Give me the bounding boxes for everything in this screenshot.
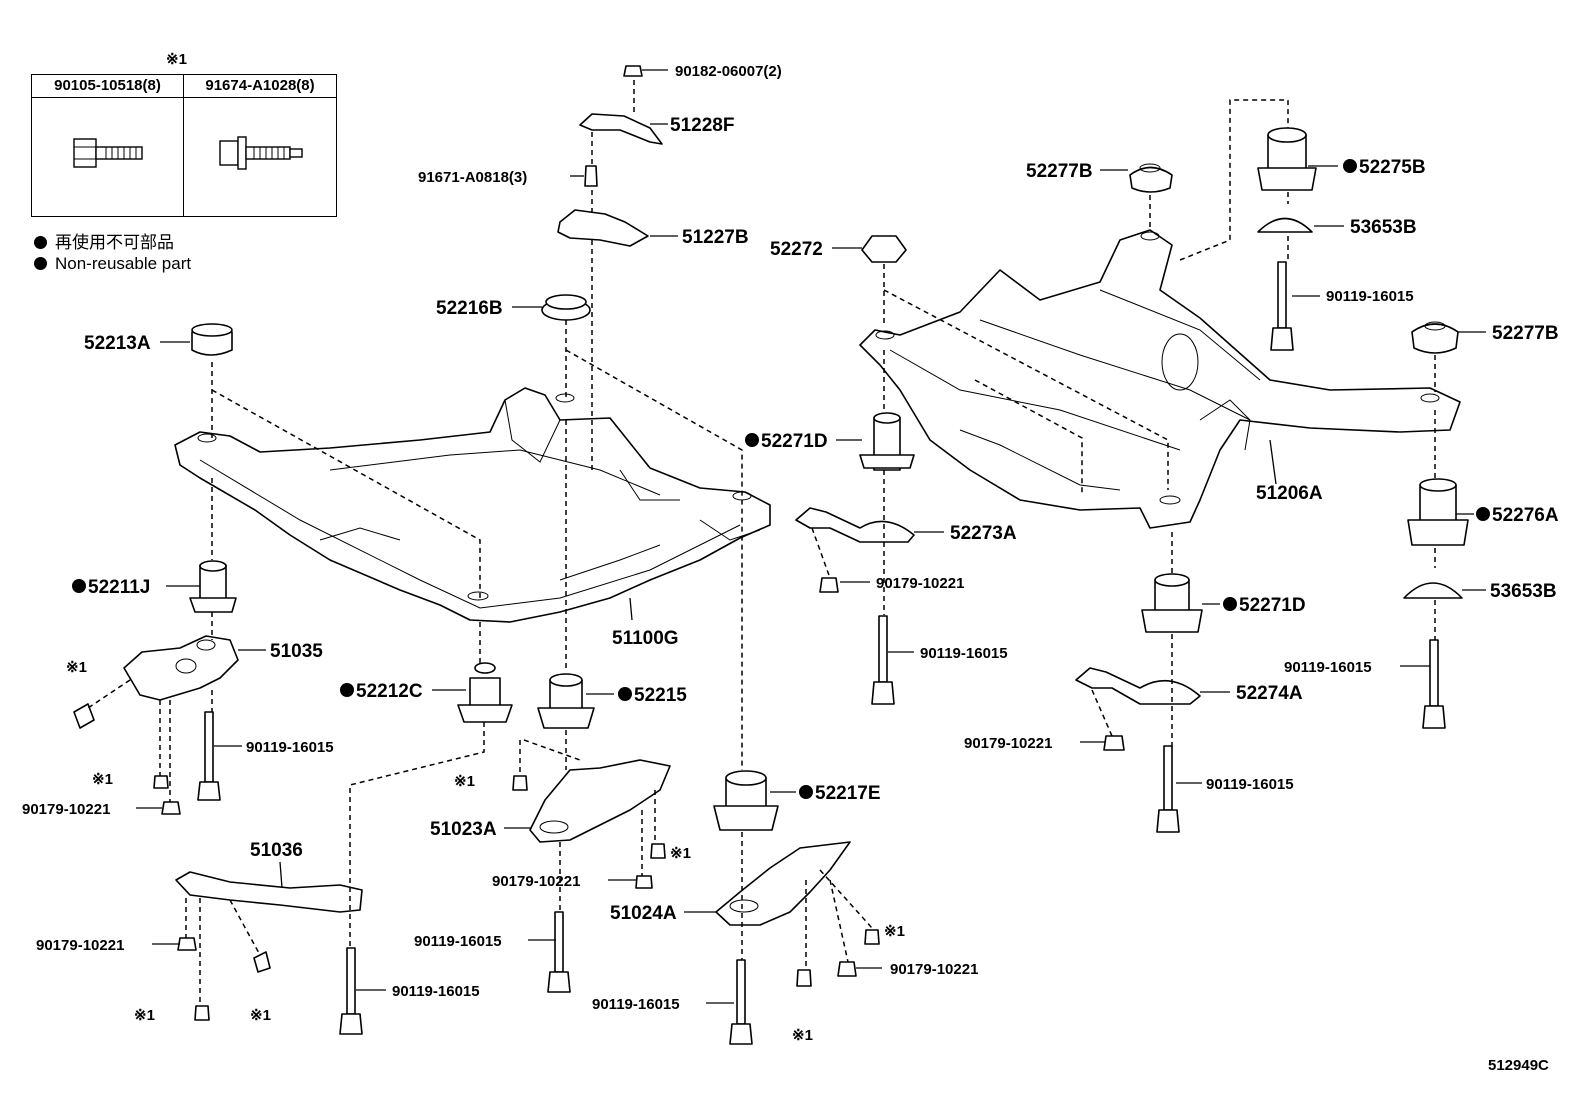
legend-col2-header: 91674-A1028(8) (184, 75, 336, 98)
label-52277b: 52277B (1026, 161, 1093, 182)
assembly-lines (87, 80, 1436, 1006)
bracket-51024a (715, 841, 851, 926)
stepped-bolt-icon (219, 136, 303, 170)
label-52275b: 52275B (1359, 157, 1426, 178)
bracket-51035 (123, 635, 239, 701)
mark-1: ※1 (670, 845, 691, 862)
part-labels: 90182-06007(2) 51228F 91671-A0818(3) 512… (22, 63, 1559, 1013)
bushing-52271d-a (859, 412, 915, 471)
label-52211j: 52211J (88, 577, 150, 598)
label-90119-16015: 90119-16015 (1206, 776, 1294, 793)
legend-col1-header: 90105-10518(8) (32, 75, 184, 98)
front-subframe-51100g (174, 387, 771, 623)
label-52213a: 52213A (84, 333, 151, 354)
mark-1: ※1 (454, 773, 475, 790)
bracket-51023a (529, 759, 671, 843)
label-52276a: 52276A (1492, 505, 1559, 526)
bracket-51227b (557, 209, 649, 247)
washer-53653b-a (1257, 217, 1313, 233)
mark-1: ※1 (250, 1007, 271, 1024)
small-fasteners (73, 165, 1125, 1021)
legend-note-en: Non-reusable part (34, 254, 191, 274)
label-51228f: 51228F (670, 115, 734, 136)
label-52216b: 52216B (436, 298, 503, 319)
bracket-51036 (175, 871, 363, 913)
washer-53653b-b (1403, 582, 1463, 599)
label-90179-10221: 90179-10221 (890, 961, 978, 978)
label-90179-10221: 90179-10221 (22, 801, 110, 818)
bracket-51228f (579, 113, 663, 145)
bolt-90119 (197, 261, 1446, 1045)
label-52215: 52215 (634, 685, 687, 706)
bushing-52213a (191, 323, 233, 356)
label-90119-16015: 90119-16015 (592, 996, 680, 1013)
bushing-52275b (1257, 127, 1317, 191)
legend-note-jp: 再使用不可部品 (34, 228, 174, 253)
bushing-52271d-b (1141, 573, 1203, 633)
legend-header-mark: ※1 (166, 51, 187, 68)
label-52274a: 52274A (1236, 683, 1303, 704)
mark-1: ※1 (792, 1027, 813, 1044)
label-52271d: 52271D (1239, 595, 1306, 616)
non-reusable-bullet (1223, 597, 1237, 611)
bushing-52215 (537, 673, 595, 729)
label-53653b: 53653B (1490, 581, 1557, 602)
label-52277b: 52277B (1492, 323, 1559, 344)
mark-1: ※1 (92, 771, 113, 788)
label-51035: 51035 (270, 641, 323, 662)
label-51024a: 51024A (610, 903, 677, 924)
label-90119-16015: 90119-16015 (392, 983, 480, 1000)
bushing-52212c (457, 662, 513, 723)
mark-1: ※1 (884, 923, 905, 940)
non-reusable-bullet (72, 579, 86, 593)
bushing-52217e (713, 770, 779, 831)
label-90182-06007: 90182-06007(2) (675, 63, 782, 80)
fastener-legend-table: 90105-10518(8) 91674-A1028(8) (31, 74, 337, 217)
label-90119-16015: 90119-16015 (920, 645, 1008, 662)
label-51206a: 51206A (1256, 483, 1323, 504)
label-90179-10221: 90179-10221 (964, 735, 1052, 752)
non-reusable-bullet (1476, 507, 1490, 521)
bracket-52274a (1075, 667, 1201, 705)
label-90119-16015: 90119-16015 (246, 739, 334, 756)
label-90179-10221: 90179-10221 (876, 575, 964, 592)
label-51023a: 51023A (430, 819, 497, 840)
leader-lines (136, 69, 1486, 1004)
bushing-52277b-a (1129, 163, 1173, 193)
label-90179-10221: 90179-10221 (492, 873, 580, 890)
label-52217e: 52217E (815, 783, 881, 804)
label-90179-10221: 90179-10221 (36, 937, 124, 954)
label-51100g: 51100G (612, 628, 679, 649)
label-90119-16015: 90119-16015 (1284, 659, 1372, 676)
illustration-reference: 512949C (1488, 1057, 1549, 1074)
non-reusable-bullet (618, 687, 632, 701)
nut-90182 (623, 65, 643, 77)
bushing-52276a (1407, 478, 1469, 546)
label-52212c: 52212C (356, 681, 423, 702)
label-51227b: 51227B (682, 227, 749, 248)
label-51036: 51036 (250, 840, 303, 861)
non-reusable-bullet (745, 433, 759, 447)
label-90119-16015: 90119-16015 (414, 933, 502, 950)
flange-bolt-icon (73, 138, 143, 168)
mark-1: ※1 (66, 659, 87, 676)
label-52272: 52272 (770, 239, 823, 260)
label-53653b: 53653B (1350, 217, 1417, 238)
bushing-52216b (541, 294, 591, 321)
stopper-52272 (861, 235, 907, 263)
non-reusable-bullet (799, 785, 813, 799)
bushing-52211j (189, 560, 237, 613)
label-90119-16015: 90119-16015 (1326, 288, 1414, 305)
label-91671-a0818: 91671-A0818(3) (418, 169, 527, 186)
mark-1: ※1 (134, 1007, 155, 1024)
mark-labels: ※1 ※1 ※1 ※1 ※1 ※1 ※1 ※1 (66, 659, 905, 1044)
bracket-52273a (795, 507, 915, 543)
rear-subframe-51206a (859, 229, 1461, 529)
non-reusable-bullet (1343, 159, 1357, 173)
label-52273a: 52273A (950, 523, 1017, 544)
bushing-52277b-b (1411, 321, 1459, 354)
label-52271d: 52271D (761, 431, 828, 452)
non-reusable-bullet (340, 683, 354, 697)
